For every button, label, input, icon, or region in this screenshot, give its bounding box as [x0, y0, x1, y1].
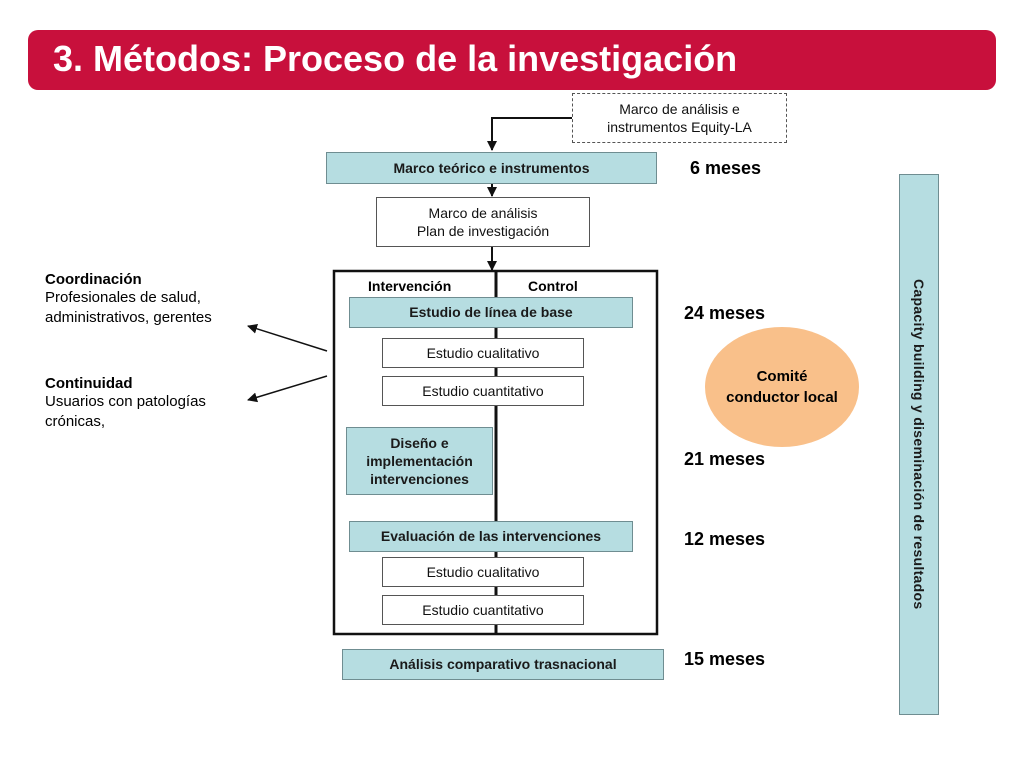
marco-teorico-label: Marco teórico e instrumentos — [393, 159, 590, 176]
duration-label-4: 12 meses — [684, 529, 766, 549]
qualitative-study-label-2: Estudio cualitativo — [426, 563, 540, 580]
marco-analisis-line1: Marco de análisis — [428, 204, 538, 221]
committee-line1: Comité — [756, 368, 808, 385]
continuity-line1: Usuarios con patologías — [45, 393, 206, 410]
marco-analisis-box: Marco de análisis Plan de investigación — [376, 197, 590, 247]
duration-label-1: 6 meses — [690, 158, 762, 178]
design-line3: intervenciones — [370, 471, 469, 488]
quantitative-study-box-1: Estudio cuantitativo — [382, 376, 584, 406]
control-label: Control — [528, 278, 578, 294]
marco-analisis-line2: Plan de investigación — [416, 223, 550, 239]
design-line1: Diseño e — [390, 434, 449, 451]
baseline-study-box: Estudio de línea de base — [349, 297, 633, 328]
quantitative-study-label-2: Estudio cuantitativo — [422, 601, 544, 618]
design-line2: implementación — [366, 452, 473, 469]
continuity-note: Continuidad Usuarios con patologías crón… — [45, 375, 206, 433]
equity-la-line1: Marco de análisis e — [619, 100, 740, 117]
evaluation-box: Evaluación de las intervenciones — [349, 521, 633, 552]
continuity-line2: crónicas, — [45, 413, 106, 431]
coordination-title: Coordinación — [45, 271, 142, 288]
comparative-analysis-label: Análisis comparativo trasnacional — [389, 656, 617, 673]
continuity-title: Continuidad — [45, 375, 133, 392]
intervention-label: Intervención — [368, 278, 452, 294]
duration-label-2: 24 meses — [684, 303, 766, 323]
coordination-line1: Profesionales de salud, — [45, 289, 201, 306]
comparative-analysis-box: Análisis comparativo trasnacional — [342, 649, 664, 680]
evaluation-label: Evaluación de las intervenciones — [380, 528, 602, 545]
qualitative-study-label-1: Estudio cualitativo — [426, 344, 540, 361]
coordination-note: Coordinación Profesionales de salud, adm… — [45, 271, 212, 329]
committee-ellipse: Comité conductor local — [705, 327, 859, 447]
quantitative-study-box-2: Estudio cuantitativo — [382, 595, 584, 625]
qualitative-study-box-2: Estudio cualitativo — [382, 557, 584, 587]
capacity-building-label: Capacity building y diseminación de resu… — [911, 279, 927, 610]
capacity-building-bar: Capacity building y diseminación de resu… — [899, 174, 939, 715]
equity-la-line2: instrumentos Equity-LA — [607, 119, 752, 135]
page-title: 3. Métodos: Proceso de la investigación — [53, 38, 738, 79]
baseline-study-label: Estudio de línea de base — [409, 304, 573, 321]
design-implementation-box: Diseño e implementación intervenciones — [346, 427, 493, 495]
title-bar: 3. Métodos: Proceso de la investigación — [28, 30, 996, 90]
committee-line2: conductor local — [726, 389, 838, 406]
quantitative-study-label-1: Estudio cuantitativo — [422, 382, 544, 399]
duration-label-5: 15 meses — [684, 649, 766, 669]
equity-la-box: Marco de análisis e instrumentos Equity-… — [572, 93, 787, 143]
duration-label-3: 21 meses — [684, 449, 766, 469]
marco-teorico-box: Marco teórico e instrumentos — [326, 152, 657, 184]
coordination-line2: administrativos, gerentes — [45, 309, 212, 327]
qualitative-study-box-1: Estudio cualitativo — [382, 338, 584, 368]
